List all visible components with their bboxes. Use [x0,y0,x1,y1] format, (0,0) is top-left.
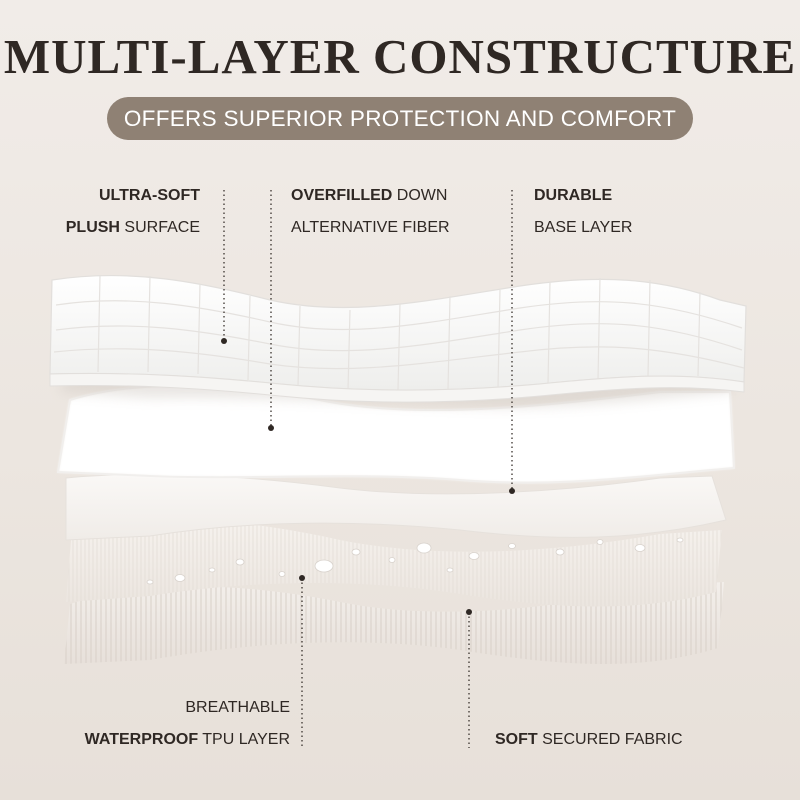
callout-fiber-line1-rest: DOWN [392,187,448,204]
leader-lines [223,190,513,748]
callout-surface: ULTRA-SOFT [99,186,200,206]
waterproof-tpu-layer [66,519,722,607]
subtitle-banner: OFFERS SUPERIOR PROTECTION AND COMFORT [107,97,693,140]
callout-base-second: BASE LAYER [534,219,633,236]
callout-base: DURABLE [534,186,612,206]
callout-surface-line1: ULTRA-SOFT [98,187,200,204]
callout-base-line1-bold: DURABLE [534,187,613,204]
callout-fabric-bold: SOFT [495,731,538,748]
callout-surface-line2-bold: PLUSH [65,219,120,236]
callout-fabric-rest: SECURED FABRIC [537,731,683,748]
water-droplets [146,537,684,585]
callout-fabric: SOFT SECURED FABRIC [495,730,683,750]
callout-fiber-line1-bold: OVERFILLED [291,187,393,204]
leader-dots [221,338,515,615]
callout-tpu-line2-rest: TPU LAYER [198,731,290,748]
callout-tpu-second: WATERPROOF TPU LAYER [85,730,290,750]
soft-fabric-layer [64,582,724,665]
ultra-soft-plush-surface-layer [49,274,747,403]
callout-surface-line2-rest: SURFACE [119,219,200,236]
callout-tpu: BREATHABLE [185,699,290,716]
callout-surface-second: PLUSH SURFACE [66,218,200,238]
callout-fiber: OVERFILLED DOWN [291,186,447,206]
page-title: MULTI-LAYER CONSTRUCTURE [3,29,797,84]
callout-fiber-second: ALTERNATIVE FIBER [291,219,450,236]
callout-tpu-line2-bold: WATERPROOF [84,731,199,748]
subtitle-text: OFFERS SUPERIOR PROTECTION AND COMFORT [123,105,677,131]
durable-base-layer [65,473,727,541]
